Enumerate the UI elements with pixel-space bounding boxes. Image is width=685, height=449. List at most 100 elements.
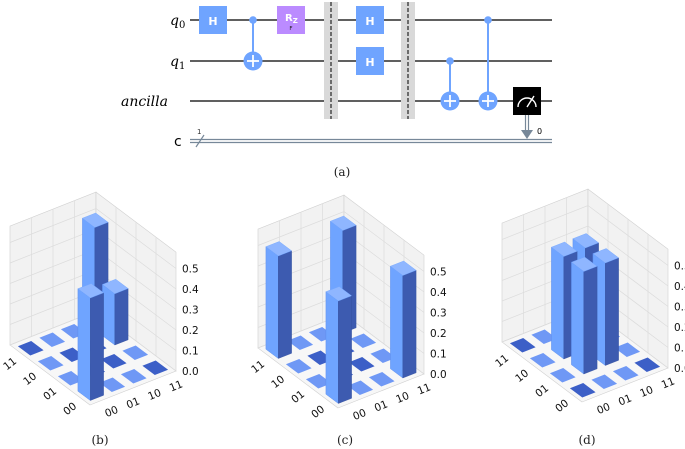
cnot-q0-ancilla <box>478 16 498 111</box>
z-tick-label: 0.0 <box>674 363 685 375</box>
caption-d: (d) <box>578 433 595 447</box>
col-tick-label: 11 <box>660 375 677 391</box>
z-tick-label: 0.4 <box>674 281 685 293</box>
bar-zero-tile <box>17 341 44 356</box>
col-tick-label: 10 <box>146 387 163 403</box>
bar-left-face <box>325 291 339 404</box>
z-tick-label: 0.3 <box>182 305 199 317</box>
bar <box>389 260 417 379</box>
z-tick-label: 0.1 <box>674 343 685 355</box>
classical-bit-label: 0 <box>537 127 542 136</box>
z-gridline <box>257 211 425 272</box>
circuit-diagram: 1 q0 q1 ancilla c H RZ F <box>121 2 552 150</box>
bar-top-face <box>550 241 578 257</box>
barrier-2 <box>401 2 415 119</box>
z-tick-label: 0.5 <box>182 264 199 276</box>
rz-gate-q0: RZ F <box>277 6 305 34</box>
bar-front-face <box>402 270 417 379</box>
z-tick-label: 0.0 <box>430 369 447 381</box>
row-tick-label: 00 <box>61 400 79 418</box>
bar-top-face <box>101 278 129 295</box>
bar-zero-tile <box>99 377 126 392</box>
bar-top-face <box>81 212 109 228</box>
z-tick-label: 0.1 <box>430 349 447 361</box>
classical-width-label: 1 <box>197 128 201 136</box>
row-tick-label: 00 <box>309 403 327 421</box>
row-tick-label: 11 <box>249 358 267 376</box>
h-gate-q1: H <box>356 47 384 75</box>
row-tick-label: 11 <box>1 355 19 373</box>
bar-top-face <box>389 260 417 276</box>
bar-zero-tile <box>120 369 147 384</box>
bar-left-face <box>571 261 584 375</box>
z-tick-label: 0.4 <box>430 287 447 299</box>
row-tick-label: 10 <box>269 373 287 391</box>
bar-zero-tile <box>37 356 64 371</box>
bar <box>77 283 105 401</box>
bar-top-face <box>570 256 598 272</box>
bar-zero-tile <box>142 360 169 375</box>
z-tick-label: 0.1 <box>182 346 199 358</box>
col-tick-label: 10 <box>394 390 411 406</box>
bar-zero-tile <box>285 359 312 374</box>
row-tick-label: 01 <box>533 382 551 400</box>
z-tick-label: 0.5 <box>430 267 447 279</box>
bar-left-face <box>77 288 91 401</box>
bar-zero-tile <box>305 374 332 389</box>
bar <box>570 256 598 375</box>
cnot-q0-q1 <box>243 16 263 71</box>
bar-zero-tile <box>509 338 536 353</box>
bar-top-face <box>265 241 293 257</box>
col-tick-label: 10 <box>638 384 655 400</box>
caption-a: (a) <box>334 165 351 179</box>
bar-zero-tile <box>569 383 596 398</box>
z-tick-label: 0.3 <box>674 302 685 314</box>
z-tick-label: 0.2 <box>430 328 447 340</box>
z-tick-label: 0.3 <box>430 308 447 320</box>
barrier-1 <box>324 2 338 119</box>
col-tick-label: 01 <box>125 395 142 411</box>
bar-zero-tile <box>591 374 618 389</box>
svg-text:RZ: RZ <box>285 13 298 25</box>
bar-zero-tile <box>348 357 375 372</box>
col-tick-label: 01 <box>617 392 634 408</box>
col-tick-label: 00 <box>103 404 120 420</box>
caption-c: (c) <box>337 433 353 447</box>
bar-left-face <box>102 284 116 346</box>
measure-gate <box>513 87 541 139</box>
col-tick-label: 00 <box>351 407 368 423</box>
z-tick-label: 0.4 <box>182 284 199 296</box>
bar-zero-tile <box>612 366 639 381</box>
z-tick-label: 0.2 <box>674 322 685 334</box>
bar-top-face <box>329 215 357 231</box>
row-tick-label: 00 <box>553 397 571 415</box>
bar-zero-tile <box>549 368 576 383</box>
bar-zero-tile <box>122 345 149 360</box>
svg-text:H: H <box>208 15 217 28</box>
classical-wire <box>190 134 552 148</box>
bar-front-face <box>583 266 598 375</box>
h-gate-q0-second: H <box>356 6 384 34</box>
qubit-label-q0: q0 <box>170 13 185 31</box>
qubit-label-ancilla: ancilla <box>121 94 168 110</box>
row-tick-label: 10 <box>513 367 531 385</box>
bar-top-face <box>325 286 353 302</box>
h-gate-q0: H <box>199 6 227 34</box>
classical-register-label: c <box>174 134 182 150</box>
col-tick-label: 00 <box>595 401 612 417</box>
z-tick-label: 0.2 <box>182 325 199 337</box>
z-gridline <box>9 208 177 269</box>
svg-text:H: H <box>365 15 374 28</box>
bar-left-face <box>390 265 403 379</box>
bar-zero-tile <box>100 354 127 369</box>
bar-zero-tile <box>39 332 66 347</box>
bar <box>101 278 129 346</box>
qubit-label-q1: q1 <box>170 54 185 72</box>
col-tick-label: 11 <box>416 381 433 397</box>
svg-text:F: F <box>289 26 292 32</box>
bar-top-face <box>592 248 620 264</box>
